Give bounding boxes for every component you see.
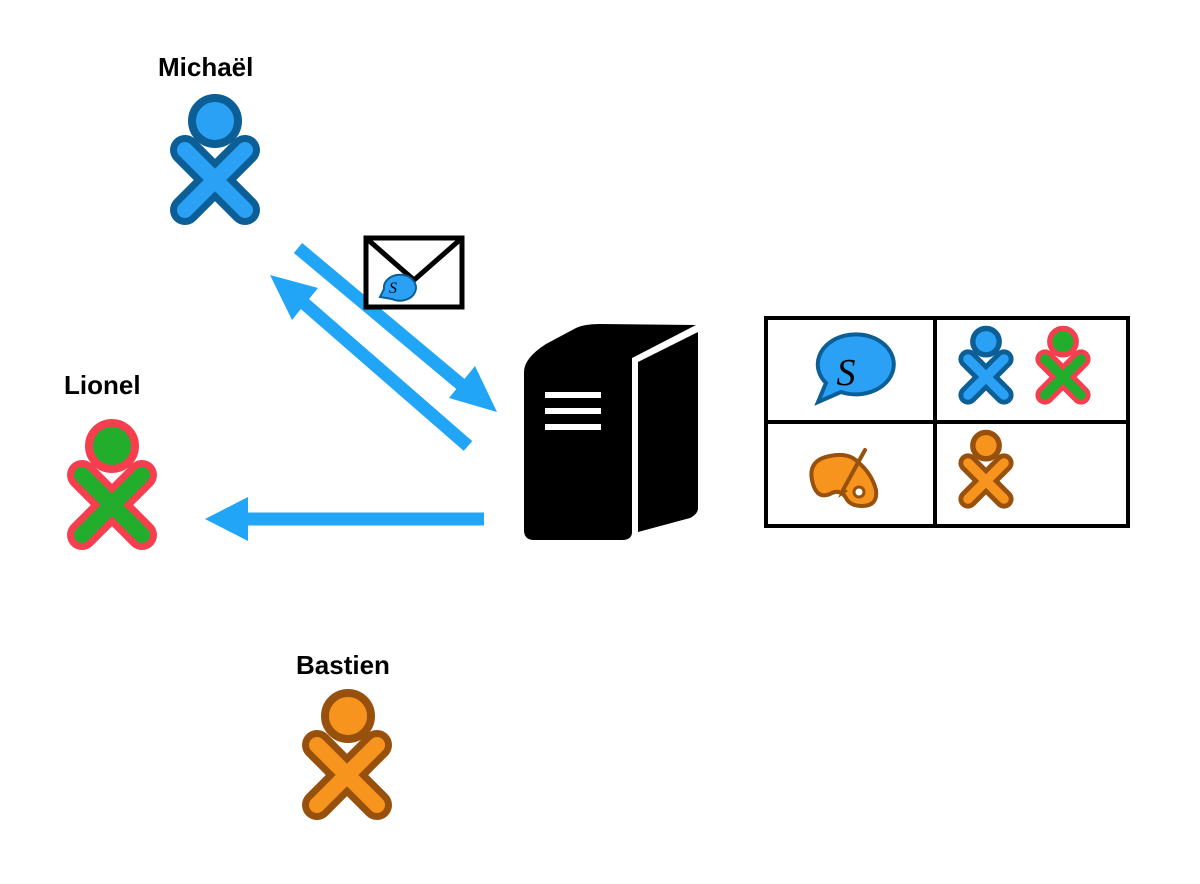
server-icon (524, 324, 698, 540)
paint-palette-icon (809, 448, 879, 509)
chat-glyph: S (837, 352, 856, 394)
server-slot (545, 408, 601, 414)
xo-buddy-icon-bastien (302, 689, 392, 820)
arrow-server-to-michael (270, 275, 473, 451)
member-icon-bastien (958, 429, 1014, 509)
xo-buddy-icon-lionel (67, 419, 157, 550)
chat-glyph-small: S (389, 280, 397, 297)
member-icon-michael (958, 325, 1014, 405)
chat-bubble-icon-small: S (378, 273, 417, 302)
user-name-michael: Michaël (158, 52, 254, 82)
member-icon-lionel (1035, 325, 1091, 405)
server-slot (545, 424, 601, 430)
arrow-server-to-lionel (205, 497, 484, 541)
user-name-lionel: Lionel (64, 370, 141, 400)
arrow-michael-to-server (293, 243, 497, 412)
envelope-icon: S (363, 235, 465, 310)
user-name-bastien: Bastien (296, 650, 390, 680)
chat-bubble-icon: S (814, 332, 896, 406)
xo-buddy-icon-michael (170, 94, 260, 225)
server-slot (545, 392, 601, 398)
